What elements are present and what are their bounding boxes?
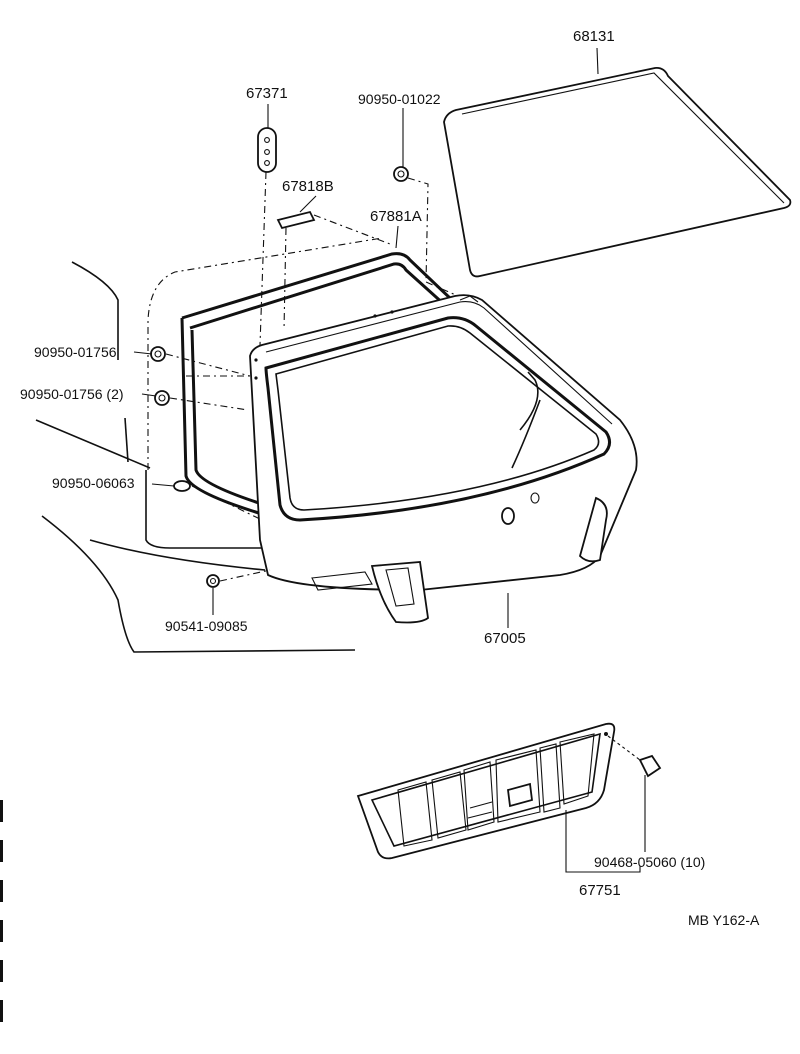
label-plug-3: 90950-06063 (52, 475, 135, 491)
clip-90950-01022 (393, 166, 409, 182)
plug-90950-06063 (173, 480, 191, 492)
car-body-outline (35, 237, 383, 653)
label-board: 67751 (579, 882, 621, 899)
label-glass: 68131 (573, 28, 615, 45)
part-labels: 68131 90950-01022 67371 67818B 67881A 90… (20, 28, 760, 928)
scan-edge-marks (0, 800, 3, 1022)
label-clip-bottom: 90468-05060 (10) (594, 854, 705, 870)
trim-piece-67371 (257, 127, 277, 173)
bumper-90541-09085 (206, 574, 220, 588)
strip-67818b (276, 210, 316, 230)
label-clip-top: 90950-01022 (358, 91, 441, 107)
label-bumper: 90541-09085 (165, 618, 248, 634)
plug-90950-01756 (150, 346, 166, 362)
plug-90950-01756-2 (154, 390, 170, 406)
label-strip: 67818B (282, 178, 334, 195)
alignment-lines (165, 171, 459, 582)
label-door-panel: 67005 (484, 630, 526, 647)
back-door-panel (249, 294, 638, 624)
label-plug-2: 90950-01756 (2) (20, 386, 124, 402)
back-window-glass (443, 67, 792, 278)
label-weatherstrip: 67881A (370, 208, 422, 225)
label-trim-top: 67371 (246, 85, 288, 102)
label-plug-1: 90950-01756 (34, 344, 117, 360)
leader-lines (133, 47, 646, 873)
diagram-code: MB Y162-A (688, 912, 760, 928)
back-door-trim-board (356, 722, 662, 860)
